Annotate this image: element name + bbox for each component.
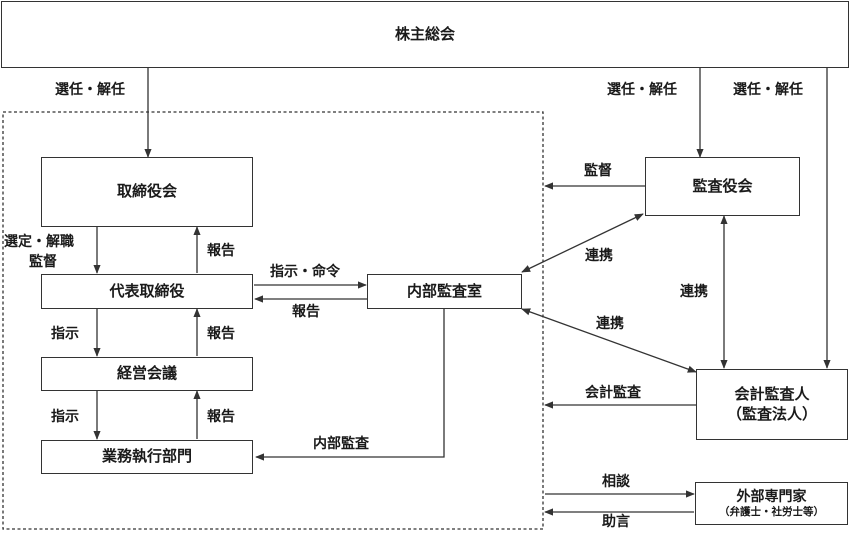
node-ops-label: 業務執行部門 (101, 447, 192, 466)
node-audit-office: 内部監査室 (367, 274, 522, 309)
label-mgmt-to-ops: 指示 (51, 409, 79, 425)
node-board-label: 取締役会 (116, 182, 177, 201)
node-auditors: 監査役会 (645, 157, 800, 216)
label-elect-accounting: 選任・解任 (733, 82, 803, 98)
label-ceo-to-mgmt: 指示 (51, 326, 79, 342)
node-ceo: 代表取締役 (41, 274, 253, 309)
node-experts-line2: （弁護士・社労士等） (719, 505, 824, 518)
node-accounting-auditor-line1: 会計監査人 (734, 385, 810, 403)
node-audit-office-label: 内部監査室 (406, 281, 482, 300)
label-board-to-ceo-1: 選定・解職 (4, 234, 74, 250)
label-internal-audit: 内部監査 (313, 436, 369, 452)
node-shareholders: 株主総会 (1, 1, 849, 68)
label-coord-office-accounting: 連携 (596, 316, 624, 332)
node-mgmt-label: 経営会議 (116, 364, 177, 383)
node-mgmt: 経営会議 (41, 357, 253, 391)
node-experts: 外部専門家 （弁護士・社労士等） (695, 482, 848, 525)
label-ops-to-mgmt: 報告 (207, 409, 235, 425)
label-advice: 助言 (602, 514, 630, 530)
label-consult: 相談 (602, 474, 630, 490)
label-elect-board: 選任・解任 (55, 82, 125, 98)
label-mgmt-to-ceo: 報告 (207, 326, 235, 342)
label-board-to-ceo-2: 監督 (29, 254, 57, 270)
label-coord-auditors-office: 連携 (585, 248, 613, 264)
label-accounting-audit: 会計監査 (585, 385, 641, 401)
node-ops: 業務執行部門 (41, 440, 253, 474)
node-auditors-label: 監査役会 (692, 176, 753, 195)
node-experts-line1: 外部専門家 (736, 488, 807, 505)
label-coord-auditors-accounting: 連携 (680, 284, 708, 300)
node-ceo-label: 代表取締役 (109, 281, 185, 300)
node-accounting-auditor: 会計監査人 （監査法人） (696, 369, 848, 440)
label-supervision: 監督 (584, 163, 612, 179)
node-board: 取締役会 (41, 157, 253, 227)
node-shareholders-label: 株主総会 (394, 24, 455, 43)
label-ceo-to-board: 報告 (207, 243, 235, 259)
arrow-coord-office-accounting (521, 308, 697, 373)
label-ceo-to-audit: 指示・命令 (270, 264, 340, 280)
node-accounting-auditor-line2: （監査法人） (726, 404, 817, 423)
label-audit-to-ceo: 報告 (292, 304, 320, 320)
arrow-coord-auditors-office (521, 213, 644, 273)
arrow-internal-audit (255, 309, 445, 461)
label-elect-auditors: 選任・解任 (607, 82, 677, 98)
